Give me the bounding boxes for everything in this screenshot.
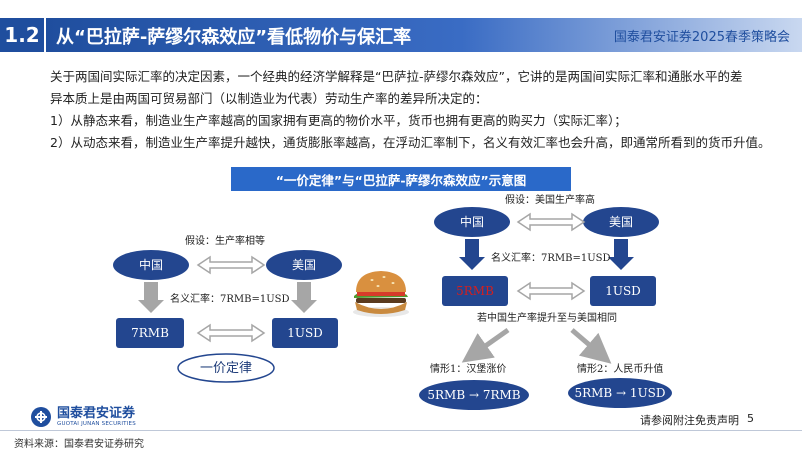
right-usa-label: 美国: [609, 215, 633, 229]
left-down-arrow-usa: [291, 282, 317, 313]
section-number: 1.2: [0, 18, 44, 52]
right-condition-label: 若中国生产率提升至与美国相同: [477, 311, 617, 324]
guotai-logo-icon: [31, 407, 51, 427]
left-rate-label: 名义汇率：7RMB=1USD: [170, 292, 290, 305]
right-china-node: [434, 207, 510, 237]
paragraph-line-1: 关于两国间实际汇率的决定因素，一个经典的经济学解释是“巴萨拉-萨缪尔森效应”，它…: [50, 69, 743, 84]
right-assumption: 假设：美国生产率高: [505, 193, 595, 206]
diagram-title: “一价定律”与“巴拉萨-萨缪尔森效应”示意图: [231, 167, 571, 191]
right-down-arrow-usa: [608, 239, 634, 270]
left-usa-label: 美国: [292, 258, 316, 272]
point-static: 1）从静态来看，制造业生产率越高的国家拥有更高的物价水平，货币也拥有更高的购买力…: [50, 113, 627, 128]
footer-divider: [0, 430, 802, 431]
left-bottom-double-arrow: [196, 323, 266, 343]
logo-text-en: GUOTAI JUNAN SECURITIES: [57, 420, 136, 427]
left-rmb-node: [116, 318, 184, 348]
logo-text-cn: 国泰君安证券: [57, 405, 136, 421]
right-bottom-double-arrow: [516, 281, 586, 301]
right-top-double-arrow: [516, 212, 586, 232]
right-china-label: 中国: [460, 214, 484, 229]
right-down-arrow-china: [459, 239, 485, 270]
left-down-arrow-china: [138, 282, 164, 313]
page-title: 从“巴拉萨-萨缪尔森效应”看低物价与保汇率: [56, 27, 412, 48]
law-of-one-price-node: [177, 353, 275, 383]
right-rmb-node: [442, 276, 508, 306]
case1-node: [419, 380, 529, 410]
hamburger-icon: [353, 271, 409, 317]
right-usd-label: 1USD: [605, 284, 641, 298]
right-rmb-label: 5RMB: [456, 284, 494, 298]
company-logo: 国泰君安证券 GUOTAI JUNAN SECURITIES: [30, 406, 136, 428]
point-dynamic: 2）从动态来看，制造业生产率提升越快，通货膨胀率越高，在浮动汇率制下，名义有效汇…: [50, 135, 771, 150]
left-top-double-arrow: [196, 255, 266, 275]
left-usd-label: 1USD: [287, 326, 323, 340]
left-assumption: 假设：生产率相等: [185, 234, 265, 247]
right-rate-label: 名义汇率：7RMB=1USD: [491, 251, 611, 264]
right-usa-node: [583, 207, 659, 237]
left-china-label: 中国: [139, 257, 163, 272]
disclaimer-link[interactable]: 请参阅附注免责声明: [640, 414, 739, 427]
case2-label: 情形2：人民币升值: [577, 362, 663, 375]
title-bar: [46, 18, 802, 52]
case1-label: 情形1：汉堡涨价: [430, 362, 506, 375]
case2-node: [568, 378, 672, 408]
case1-value: 5RMB → 7RMB: [427, 388, 520, 402]
case2-value: 5RMB → 1USD: [574, 386, 665, 400]
right-usd-node: [590, 276, 656, 306]
law-of-one-price-label: 一价定律: [200, 361, 252, 376]
left-rmb-label: 7RMB: [131, 326, 169, 340]
case2-arrow: [570, 328, 612, 364]
left-usd-node: [272, 318, 338, 348]
source-note: 资料来源：国泰君安证券研究: [14, 439, 144, 450]
left-usa-node: [266, 250, 342, 280]
paragraph-line-2: 异本质上是由两国可贸易部门（以制造业为代表）劳动生产率的差异所决定的：: [50, 91, 488, 106]
report-name: 国泰君安证券2025春季策略会: [613, 30, 790, 45]
case1-arrow: [461, 327, 510, 363]
left-china-node: [113, 250, 189, 280]
page-number: 5: [747, 412, 754, 425]
